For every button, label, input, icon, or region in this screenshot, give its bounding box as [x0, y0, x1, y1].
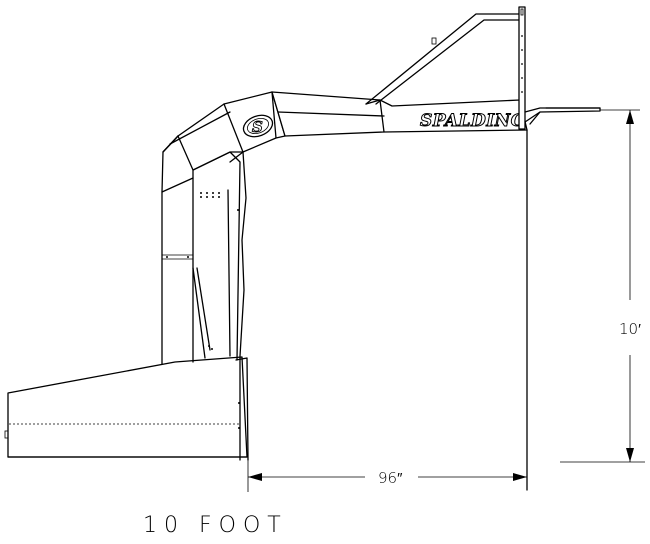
boom-arm: SPALDING — [271, 91, 528, 137]
rim-assembly — [524, 107, 601, 125]
height-dimension: 10′ — [560, 109, 645, 463]
width-dimension: 96″ — [247, 460, 527, 492]
upright-pole — [161, 151, 249, 461]
upper-support-strut — [365, 13, 521, 105]
base-ballast — [4, 356, 248, 458]
brand-name-spalding: SPALDING — [420, 111, 526, 131]
logo-letter: S — [252, 118, 263, 136]
backboard — [518, 6, 526, 130]
boom-elbow: S — [161, 91, 286, 193]
height-dimension-label: 10′ — [619, 320, 641, 338]
diagram-caption: 10 FOOT — [143, 513, 288, 538]
width-dimension-label: 96″ — [378, 469, 403, 487]
